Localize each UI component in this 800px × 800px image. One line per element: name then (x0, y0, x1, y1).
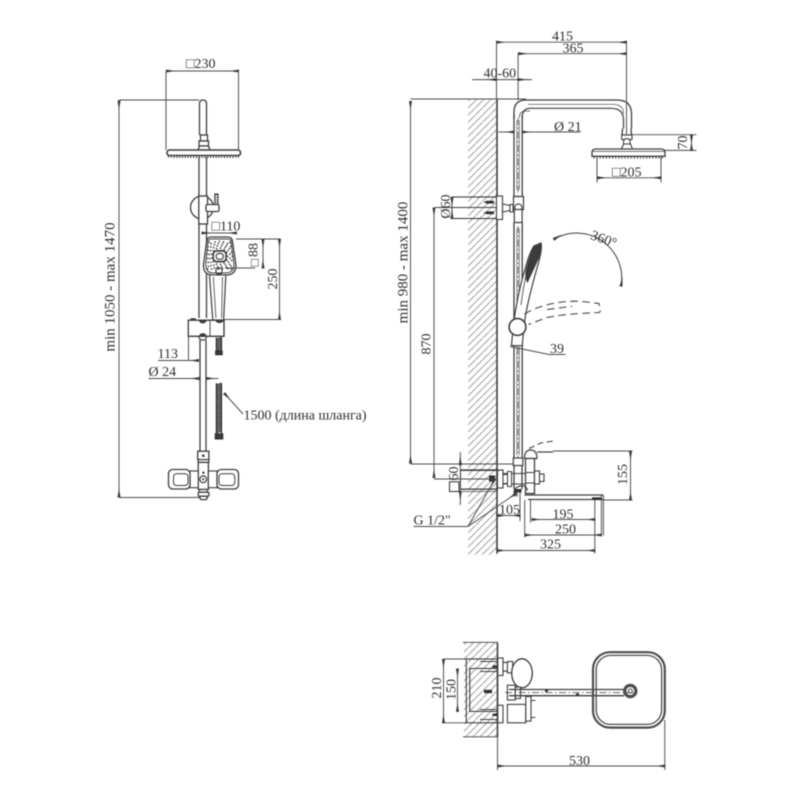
svg-text:□110: □110 (212, 220, 241, 235)
svg-text:360°: 360° (588, 228, 618, 251)
svg-text:Ø60: Ø60 (439, 194, 454, 218)
svg-text:365: 365 (563, 42, 584, 57)
svg-text:Ø 24: Ø 24 (149, 365, 177, 380)
svg-text:□230: □230 (186, 57, 215, 72)
svg-text:155: 155 (616, 464, 631, 485)
svg-text:min 980 - max 1400: min 980 - max 1400 (396, 202, 412, 324)
svg-text:530: 530 (569, 754, 590, 769)
svg-text:195: 195 (553, 508, 574, 523)
svg-text:1500 (длина шланга): 1500 (длина шланга) (244, 409, 367, 424)
svg-text:88: 88 (247, 243, 262, 257)
svg-text:70: 70 (676, 136, 691, 150)
svg-text:210: 210 (430, 678, 445, 699)
svg-text:□205: □205 (612, 166, 641, 181)
svg-text:150: 150 (445, 679, 460, 700)
svg-text:250: 250 (555, 523, 576, 538)
svg-text:min 1050 - max 1470: min 1050 - max 1470 (103, 222, 119, 351)
svg-text:325: 325 (540, 538, 561, 553)
svg-text:415: 415 (552, 30, 573, 45)
svg-text:Ø 21: Ø 21 (554, 120, 582, 135)
svg-text:250: 250 (266, 269, 281, 290)
svg-text:□: □ (251, 256, 259, 270)
svg-text:G 1/2": G 1/2" (414, 514, 451, 529)
svg-text:870: 870 (420, 334, 435, 355)
svg-text:39: 39 (550, 342, 564, 357)
svg-text:113: 113 (158, 347, 178, 362)
svg-text:40-60: 40-60 (484, 67, 517, 82)
svg-text:60: 60 (447, 467, 462, 481)
svg-text:105: 105 (499, 503, 520, 518)
